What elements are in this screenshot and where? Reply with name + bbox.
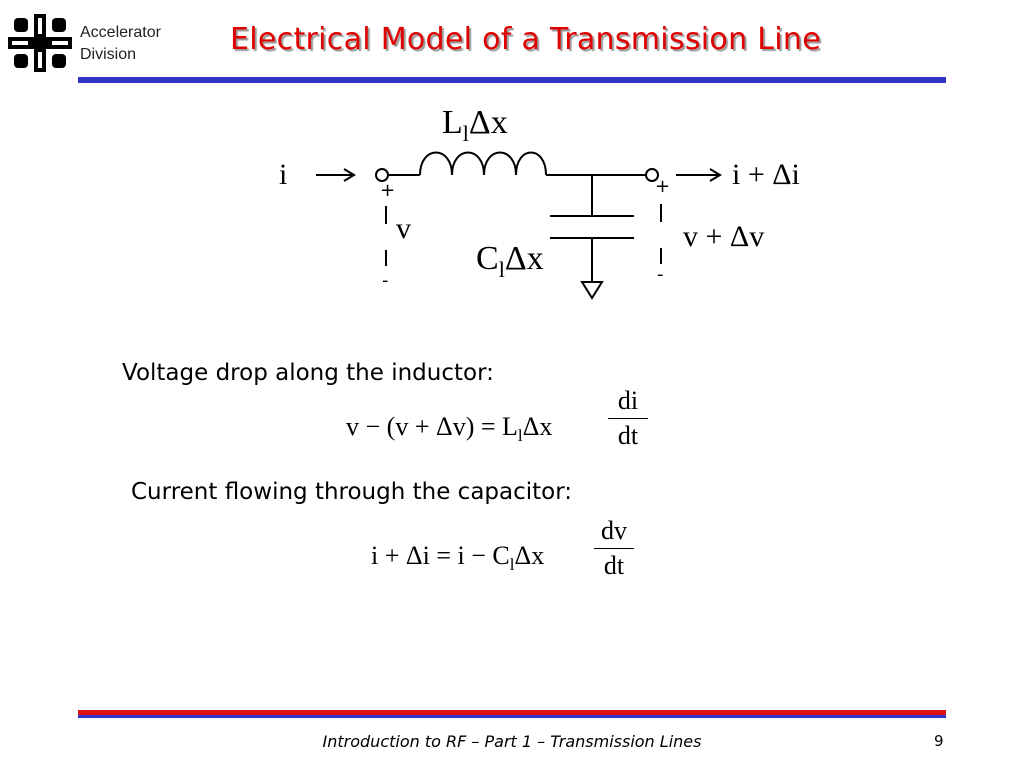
input-voltage-label: v: [396, 212, 411, 245]
input-plus-sign: +: [380, 180, 396, 201]
voltage-drop-caption: Voltage drop along the inductor:: [122, 360, 494, 386]
organization-name: Accelerator Division: [80, 22, 161, 66]
inductor: [419, 151, 547, 176]
input-minus-sign: -: [382, 270, 389, 291]
footer-title: Introduction to RF – Part 1 – Transmissi…: [322, 732, 702, 751]
current-derivative-denominator: dt: [603, 551, 625, 580]
output-voltage-label: v + Δv: [683, 220, 765, 253]
accelerator-logo-icon: [8, 14, 72, 72]
capacitor-label: ClΔx: [476, 240, 544, 282]
ground-symbol: [580, 281, 604, 300]
current-equation: i + Δi = i − ClΔx: [371, 541, 545, 575]
page-number: 9: [934, 732, 944, 750]
output-arrow-head: [709, 168, 722, 182]
voltage-derivative-denominator: dt: [617, 421, 639, 450]
header-divider: [78, 77, 946, 83]
org-line-1: Accelerator: [80, 24, 161, 41]
voltage-equation: v − (v + Δv) = LlΔx: [346, 412, 553, 446]
inductor-label: LlΔx: [442, 104, 508, 146]
circuit-diagram: [316, 151, 722, 300]
output-plus-sign: +: [655, 176, 671, 197]
page-title: Electrical Model of a Transmission Line: [230, 22, 821, 57]
footer-divider-blue: [78, 715, 946, 718]
voltage-derivative: di dt: [608, 386, 648, 451]
footer-divider-red: [78, 710, 946, 715]
org-line-2: Division: [80, 46, 137, 63]
current-derivative: dv dt: [594, 516, 634, 581]
capacitor-current-caption: Current flowing through the capacitor:: [131, 479, 573, 505]
voltage-derivative-numerator: di: [617, 386, 639, 415]
input-current-label: i: [279, 158, 288, 191]
right-terminal: [645, 168, 659, 182]
output-current-label: i + Δi: [732, 158, 800, 191]
current-derivative-numerator: dv: [601, 516, 627, 545]
input-arrow-head: [343, 168, 356, 182]
output-minus-sign: -: [657, 264, 664, 285]
